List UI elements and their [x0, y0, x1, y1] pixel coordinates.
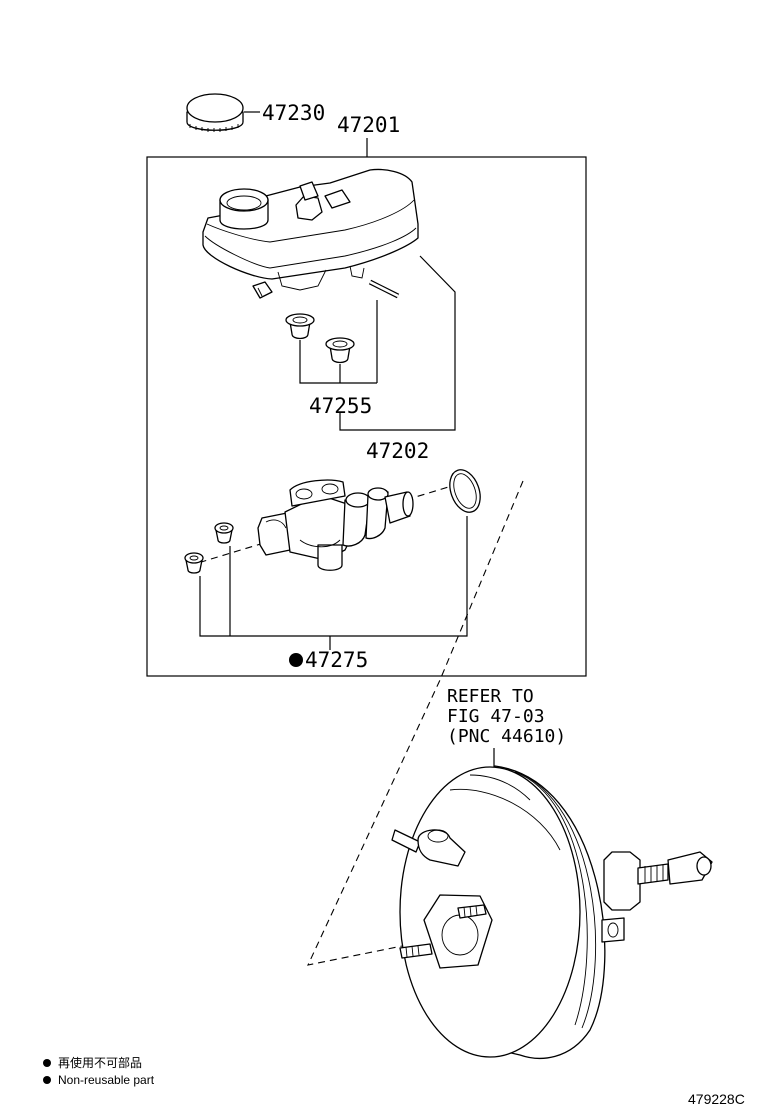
- legend-english: Non-reusable part: [58, 1073, 155, 1087]
- pin: [368, 279, 400, 299]
- leader-grommet-left: [299, 340, 377, 384]
- part-number-47255: 47255: [309, 394, 372, 418]
- leader-reservoir: [339, 255, 456, 431]
- non-reusable-mark: [289, 653, 303, 667]
- o-ring: [449, 469, 481, 513]
- master-cylinder: [187, 479, 456, 571]
- part-number-47275: 47275: [305, 648, 368, 672]
- brake-booster: [391, 765, 713, 1060]
- figure-number: 479228C: [688, 1091, 745, 1107]
- refer-note-line-3: (PNC 44610): [447, 726, 566, 747]
- part-number-47230: 47230: [262, 101, 325, 125]
- grommet-right: [325, 337, 355, 364]
- refer-note-line-1: REFER TO: [447, 686, 534, 707]
- legend-marker-english: [43, 1076, 51, 1084]
- refer-note-line-2: FIG 47-03: [447, 706, 545, 727]
- seal-upper: [214, 522, 234, 544]
- part-number-47202: 47202: [366, 439, 429, 463]
- reservoir-cap: [186, 93, 244, 132]
- legend-japanese: 再使用不可部品: [58, 1055, 142, 1070]
- seal-lower: [184, 552, 204, 574]
- legend-marker-japanese: [43, 1059, 51, 1067]
- part-number-47201: 47201: [337, 113, 400, 137]
- dashed-boundary: [307, 480, 524, 966]
- grommet-left: [285, 313, 315, 340]
- leader-kit: [199, 516, 468, 637]
- reservoir-tank: [202, 168, 419, 299]
- assembly-box: [146, 156, 587, 677]
